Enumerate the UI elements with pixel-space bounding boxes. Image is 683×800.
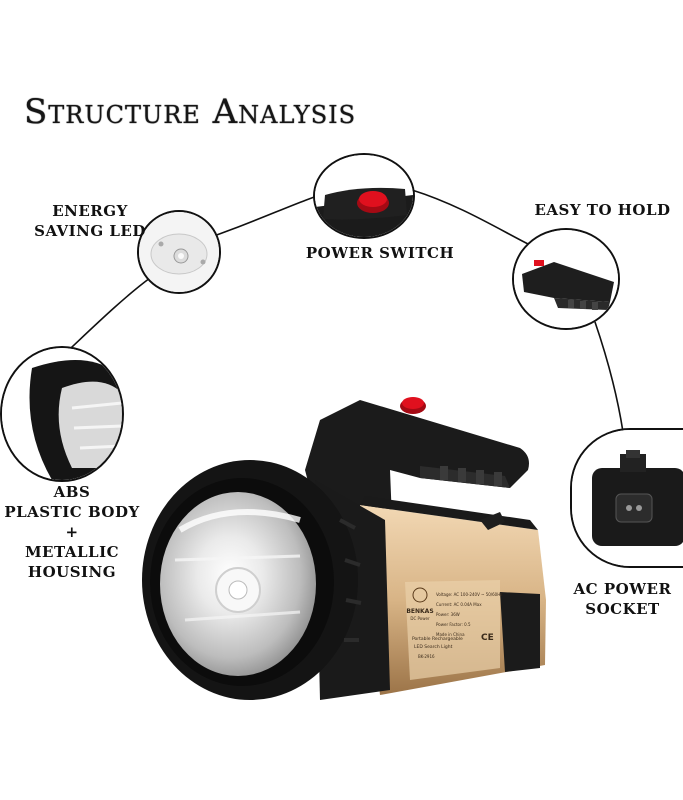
body-material-label: ABS PLASTIC BODY + METALLIC HOUSING xyxy=(4,483,140,581)
easy-to-hold-label: EASY TO HOLD xyxy=(534,201,671,219)
power-switch-bubble xyxy=(313,153,415,239)
grip-ridge xyxy=(458,468,466,482)
page-title: Structure Analysis xyxy=(24,92,357,132)
power-switch-icon xyxy=(315,155,413,237)
brand-logo-icon xyxy=(412,587,428,603)
grip-ridge xyxy=(494,472,502,486)
product-caption: LED Search Light xyxy=(414,644,453,650)
reflector-closeup-icon xyxy=(2,348,122,480)
handle-bubble xyxy=(512,228,620,330)
led-closeup-icon xyxy=(139,212,219,292)
metallic-housing xyxy=(360,496,546,695)
power-switch-label: POWER SWITCH xyxy=(305,244,455,262)
strap-loop xyxy=(480,512,505,530)
model-number: BK-2916 xyxy=(418,654,435,659)
power-button[interactable] xyxy=(400,397,426,414)
spec-line: Power Factor: 0.5 xyxy=(436,622,471,627)
spec-line: Made in China xyxy=(436,632,465,637)
grip-ridge xyxy=(476,470,484,484)
lamp-head xyxy=(142,460,390,700)
grip-ridge xyxy=(440,466,448,480)
spec-line: Power: 36W xyxy=(436,612,460,617)
product-label-plate: BENKAS DC Power Voltage: AC 100-240V ~ 5… xyxy=(406,587,502,659)
ce-mark-icon: CE xyxy=(481,633,494,643)
brand-name: BENKAS xyxy=(406,608,433,615)
ac-socket-label: AC POWER SOCKET xyxy=(573,580,672,618)
energy-led-label: ENERGY SAVING LED xyxy=(34,202,146,240)
energy-led-bubble xyxy=(137,210,221,294)
ac-socket-icon xyxy=(572,430,683,566)
spec-line: Current: AC 0.04A Max xyxy=(436,602,482,607)
brand-sub: DC Power xyxy=(410,616,430,621)
body-bubble xyxy=(0,346,124,482)
handle-closeup-icon xyxy=(514,230,618,328)
product-caption: Portable Rechargeable xyxy=(412,636,463,642)
spec-line: Voltage: AC 100-240V ~ 50/60Hz xyxy=(436,592,502,597)
ac-socket-bubble xyxy=(570,428,683,568)
